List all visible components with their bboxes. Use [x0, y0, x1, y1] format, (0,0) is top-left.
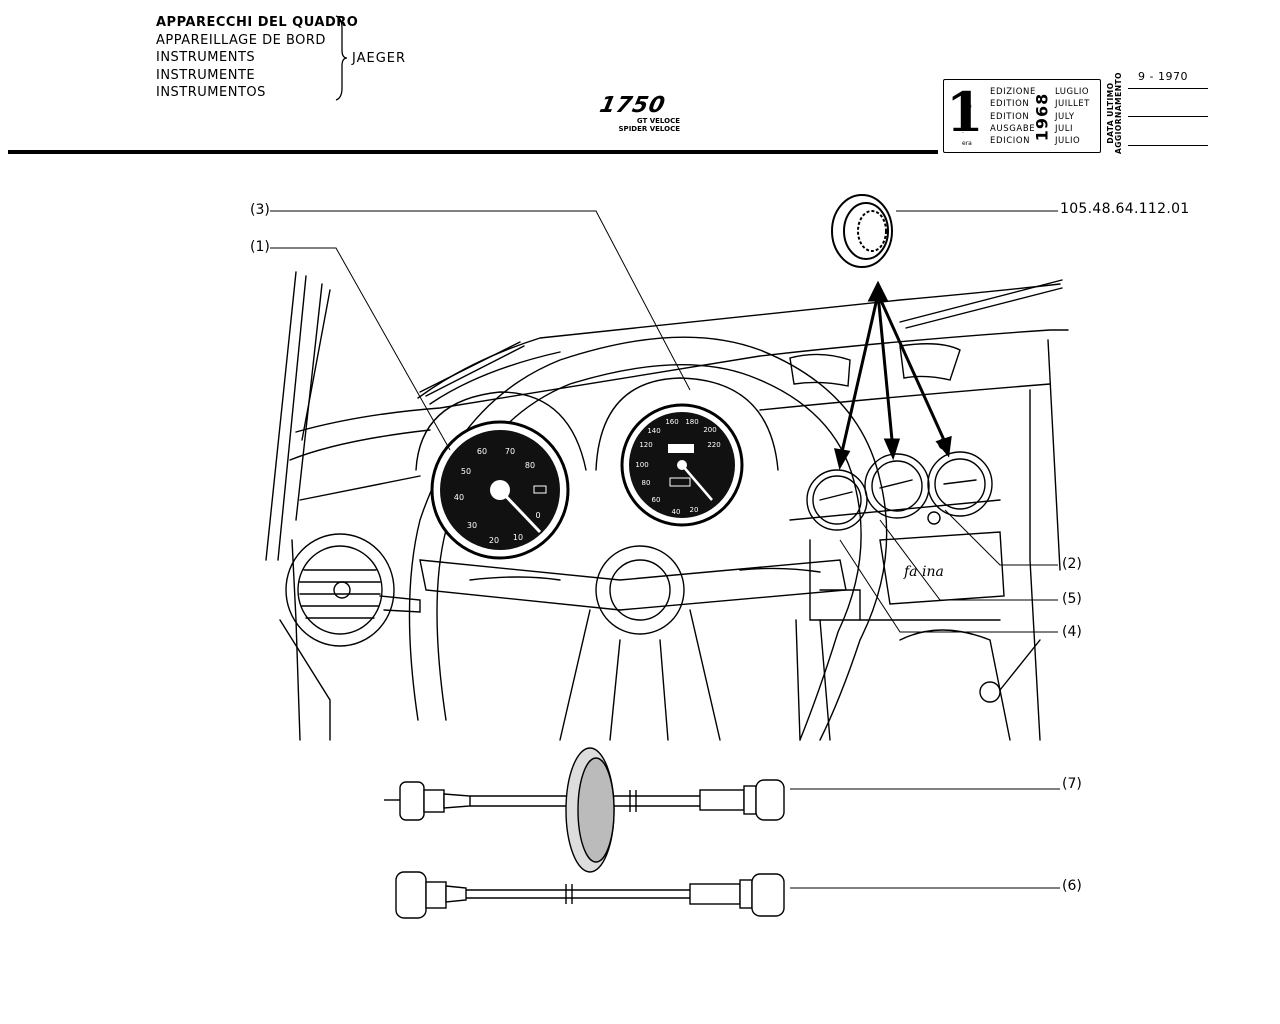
edition-months: LUGLIO JUILLET JULY JULI JULIO — [1055, 86, 1090, 147]
speedo-tick: 200 — [703, 426, 716, 434]
callout-1: (1) — [250, 239, 270, 255]
edition-suffixes: a ere st . era — [962, 88, 972, 151]
speedo-tick: 120 — [639, 441, 652, 449]
title-italian: APPARECCHI DEL QUADRO — [156, 15, 359, 30]
title-german: INSTRUMENTE — [156, 67, 256, 83]
speedo-tick: 140 — [647, 427, 660, 435]
update-line — [1128, 116, 1208, 117]
wiper-arm — [419, 279, 1063, 397]
update-date: 9 - 1970 — [1138, 70, 1188, 83]
tach-tick: 20 — [489, 536, 499, 545]
title-brace — [335, 15, 348, 101]
edition-month: JULY — [1055, 111, 1075, 122]
edition-suffix: ere — [962, 102, 972, 110]
speedo-tick: 100 — [635, 461, 648, 469]
tach-tick: 10 — [513, 533, 523, 542]
callout-4: (4) — [1062, 624, 1082, 640]
model-variants: GT VELOCE SPIDER VELOCE — [606, 117, 680, 133]
edition-label: EDITION — [990, 99, 1030, 110]
maker-name: JAEGER — [352, 51, 407, 66]
edition-suffix: . — [962, 127, 964, 135]
binnacle — [415, 377, 779, 471]
speedo-tick: 40 — [672, 508, 681, 516]
edition-suffix: era — [962, 140, 972, 147]
pointer-arrows — [833, 280, 952, 470]
speedometer-cable-6 — [395, 871, 785, 919]
grommet-part-number: 105.48.64.112.01 — [1060, 201, 1190, 217]
leader-lines — [270, 210, 1060, 889]
callout-2: (2) — [1062, 556, 1082, 572]
speedo-tick: 220 — [707, 441, 720, 449]
speedo-tick: 20 — [690, 506, 699, 514]
callout-6: (6) — [1062, 878, 1082, 894]
tach-tick: 50 — [461, 467, 471, 476]
auxiliary-gauges — [806, 438, 993, 531]
header-rule — [8, 150, 938, 154]
variant-gt: GT VELOCE — [636, 117, 680, 125]
tachometer-labels: 0 10 20 30 40 50 60 70 80 — [454, 447, 541, 545]
variant-spider: SPIDER VELOCE — [618, 125, 680, 133]
dash-badge-text: fa ina — [903, 564, 944, 580]
tachometer — [430, 420, 570, 560]
title-spanish: INSTRUMENTOS — [156, 85, 266, 100]
air-vent — [285, 533, 421, 647]
edition-label: EDICION — [990, 136, 1031, 147]
edition-month: JULI — [1055, 123, 1073, 134]
edition-labels: EDIZIONE EDITION EDITION AUSGABE EDICION — [990, 86, 1036, 147]
title-english: INSTRUMENTS — [156, 50, 256, 65]
callout-7: (7) — [1062, 776, 1082, 792]
speedo-tick: 180 — [685, 418, 698, 426]
speedo-tick: 80 — [642, 479, 651, 487]
edition-month: LUGLIO — [1055, 87, 1090, 97]
center-vent — [789, 343, 961, 387]
tach-tick: 0 — [535, 511, 540, 520]
edition-number: 1 — [946, 80, 984, 144]
section-title-block: APPARECCHI DEL QUADRO APPAREILLAGE DE BO… — [156, 14, 358, 102]
edition-suffix: a — [962, 90, 966, 97]
speedo-tick: 60 — [652, 496, 661, 504]
callout-5: (5) — [1062, 591, 1082, 607]
dashboard-outline — [279, 329, 1069, 741]
edition-month: JULIO — [1055, 136, 1081, 147]
title-french: APPAREILLAGE DE BORD — [156, 32, 326, 48]
update-line — [1128, 88, 1208, 89]
edition-label: EDIZIONE — [990, 87, 1036, 97]
edition-box: 1 a ere st . era EDIZIONE EDITION EDITIO… — [943, 79, 1101, 153]
tach-tick: 60 — [477, 447, 487, 456]
speedo-tick: 160 — [665, 418, 678, 426]
tach-tick: 70 — [505, 447, 515, 456]
speedometer-cable-7 — [384, 747, 785, 873]
callout-3: (3) — [250, 202, 270, 218]
tach-tick: 80 — [525, 461, 535, 470]
edition-label: AUSGABE — [990, 123, 1036, 134]
speedometer-labels: 20 40 60 80 100 120 140 160 180 200 220 — [635, 418, 720, 516]
edition-suffix: st — [962, 115, 968, 122]
update-line — [1128, 145, 1208, 146]
bezel-grommet — [831, 194, 893, 268]
tach-tick: 40 — [454, 493, 464, 502]
edition-month: JUILLET — [1055, 99, 1090, 110]
speedometer — [620, 403, 744, 527]
edition-label: EDITION — [990, 111, 1030, 122]
tach-tick: 30 — [467, 521, 477, 530]
